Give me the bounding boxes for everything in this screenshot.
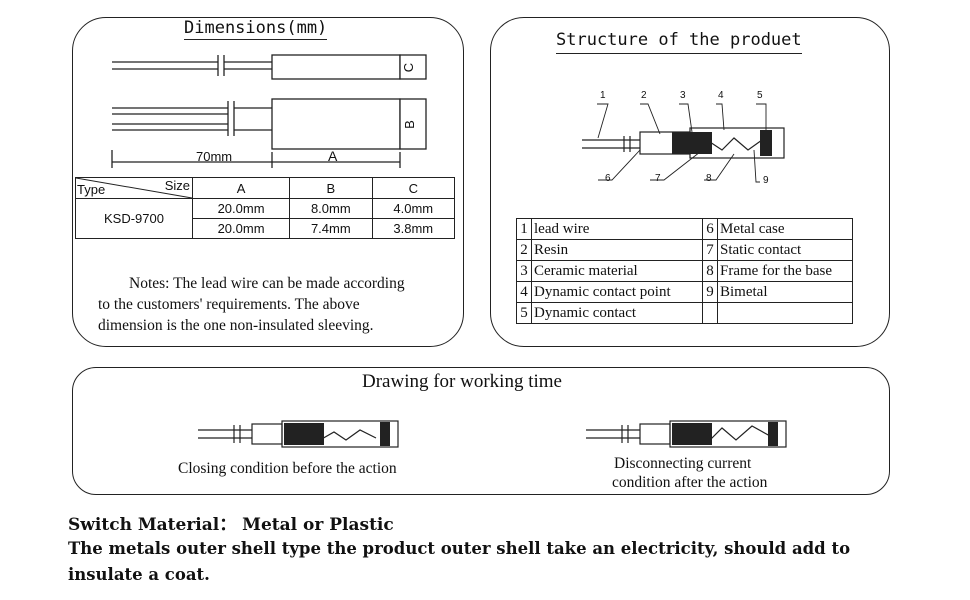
- parts-table: 1 lead wire 6 Metal case 2 Resin 7 Stati…: [516, 218, 853, 324]
- part-name: lead wire: [531, 218, 703, 240]
- table-row: 2 Resin 7 Static contact: [516, 239, 853, 261]
- part-name: Dynamic contact: [531, 302, 703, 324]
- notes-line: dimension is the one non-insulated sleev…: [98, 317, 374, 334]
- callout-6: 6: [605, 173, 611, 184]
- callout-1: 1: [600, 90, 606, 101]
- working-time-panel: [72, 367, 890, 495]
- callout-7: 7: [655, 173, 661, 184]
- structure-title: Structure of the produet: [556, 30, 802, 54]
- table-cell: 20.0mm: [191, 198, 291, 219]
- part-number: 5: [516, 302, 532, 324]
- table-row: 20.0mm 7.4mm 3.8mm: [76, 218, 456, 239]
- table-row: KSD-9700 20.0mm 8.0mm 4.0mm: [75, 198, 456, 239]
- model-cell: KSD-9700: [75, 198, 193, 239]
- dim-label-a: A: [328, 148, 338, 164]
- part-name: Static contact: [717, 239, 853, 261]
- table-row: 3 Ceramic material 8 Frame for the base: [516, 260, 853, 282]
- shell-note-line2: insulate a coat.: [68, 565, 210, 584]
- table-cell: 20.0mm: [191, 218, 291, 239]
- type-size-corner: Type Size: [75, 177, 193, 199]
- shell-note-line1: The metals outer shell type the product …: [68, 539, 851, 558]
- callout-4: 4: [718, 90, 724, 101]
- callout-3: 3: [680, 90, 686, 101]
- part-name: Metal case: [717, 218, 853, 240]
- table-cell: 7.4mm: [289, 218, 373, 239]
- disconnecting-caption-line1: Disconnecting current: [614, 455, 752, 472]
- closing-condition-caption: Closing condition before the action: [178, 460, 397, 477]
- disconnecting-caption-line2: condition after the action: [612, 474, 768, 491]
- notes-line: Notes: The lead wire can be made accordi…: [129, 275, 405, 292]
- table-cell: 3.8mm: [371, 218, 456, 239]
- dim-label-70mm: 70mm: [196, 149, 233, 164]
- part-name: [717, 302, 853, 324]
- callout-2: 2: [641, 90, 647, 101]
- table-row: 1 lead wire 6 Metal case: [516, 218, 853, 240]
- dimension-notes: Notes: The lead wire can be made accordi…: [98, 273, 405, 336]
- part-name: Dynamic contact point: [531, 281, 703, 303]
- callout-5: 5: [757, 90, 763, 101]
- dimensions-table: Type Size A B C KSD-9700 20.0mm 8.0mm 4.…: [75, 177, 456, 239]
- table-row: 5 Dynamic contact: [516, 302, 853, 324]
- notes-line: to the customers' requirements. The abov…: [98, 296, 360, 313]
- callout-9: 9: [763, 175, 769, 186]
- table-header-row: Type Size A B C: [75, 177, 456, 199]
- part-name: Frame for the base: [717, 260, 853, 282]
- callout-8: 8: [706, 173, 712, 184]
- table-row: 4 Dynamic contact point 9 Bimetal: [516, 281, 853, 303]
- type-label: Type: [77, 182, 106, 197]
- working-time-title: Drawing for working time: [362, 371, 562, 392]
- size-label: Size: [164, 178, 190, 193]
- dimensions-title: Dimensions(mm): [184, 18, 328, 40]
- switch-material-text: Switch Material： Metal or Plastic: [68, 515, 394, 535]
